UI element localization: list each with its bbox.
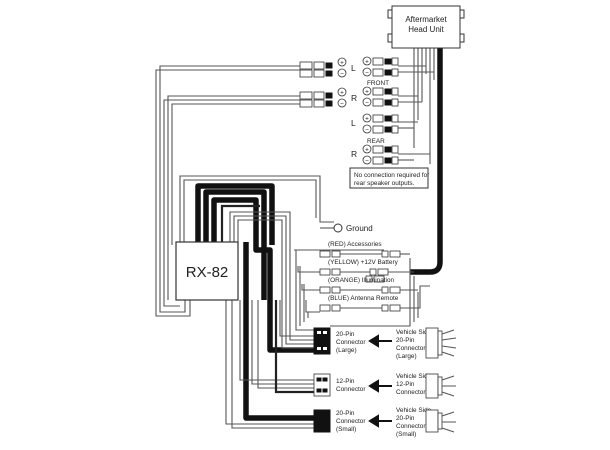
rx82-label: RX-82 — [186, 264, 229, 281]
front-left-harness-plugs — [299, 61, 333, 78]
rear-label: REAR — [367, 138, 385, 145]
vehicle-12pin-line3: Connector — [396, 389, 426, 396]
head-unit: Aftermarket Head Unit — [387, 5, 465, 49]
power-wire-label-illumination: (ORANGE) Illumination — [328, 277, 394, 284]
vehicle-large-line4: (Large) — [396, 353, 417, 360]
connector-large-line2: Connector — [336, 339, 366, 346]
vehicle-small-line3: Connector — [396, 423, 426, 430]
ground-label: Ground — [346, 224, 373, 233]
rx82-module: RX-82 — [175, 241, 239, 301]
front-label: FRONT — [367, 80, 389, 87]
head-unit-speaker-plugs: + − + − + − + − — [362, 56, 399, 165]
minus-sign-hu-rl: − — [365, 127, 369, 134]
power-wire-label-antenna: (BLUE) Antenna Remote — [328, 295, 399, 302]
arrow-left-icon — [368, 414, 392, 428]
vehicle-small-line2: 20-Pin — [396, 415, 415, 422]
main-harness — [179, 175, 419, 429]
plus-sign-hu-rr: + — [365, 147, 369, 154]
connector-12pin-line2: Connector — [336, 386, 366, 393]
arrow-left-icon — [368, 334, 392, 348]
vehicle-large-line3: Connector — [396, 345, 426, 352]
polarity-markers-left: + − + − — [337, 57, 347, 108]
connector-12pin: 12-Pin Connector Vehicle Side 12-Pin Con… — [313, 373, 456, 399]
connector-20pin-small: 20-Pin Connector (Small) Vehicle Side 20… — [313, 407, 456, 438]
connector-large-line1: 20-Pin — [336, 331, 355, 338]
vehicle-connector-small-icon — [425, 409, 456, 433]
vehicle-12pin-line2: 12-Pin — [396, 381, 415, 388]
plus-sign-hu-fl: + — [365, 59, 369, 66]
minus-sign-hu-rr: − — [365, 158, 369, 165]
vehicle-small-line4: (Small) — [396, 431, 416, 438]
plus-sign-fl: + — [340, 60, 344, 67]
head-unit-trunk — [410, 48, 443, 275]
power-wire-label-accessories: (RED) Accessories — [328, 241, 382, 248]
connector-12pin-line1: 12-Pin — [336, 378, 355, 385]
connector-20pin-large: 20-Pin Connector (Large) Vehicle Side 20… — [313, 327, 457, 360]
front-left-label: L — [351, 63, 356, 73]
rear-note-line1: No connection required for — [354, 172, 430, 179]
plus-sign-fr: + — [340, 90, 344, 97]
rear-note-line2: rear speaker outputs. — [354, 180, 415, 187]
plus-sign-hu-rl: + — [365, 116, 369, 123]
power-wire-connectors: (RED) Accessories (YELLOW) +12V Battery … — [319, 241, 430, 312]
arrow-left-icon — [368, 379, 392, 393]
minus-sign-hu-fl: − — [365, 70, 369, 77]
speaker-branch-wires — [398, 65, 434, 161]
connector-small-line3: (Small) — [336, 426, 356, 433]
rear-left-label: L — [351, 118, 356, 128]
ground-terminal: Ground — [320, 223, 373, 233]
rear-note: No connection required for rear speaker … — [349, 167, 430, 189]
connector-small-line2: Connector — [336, 418, 366, 425]
head-unit-label-line2: Head Unit — [408, 25, 444, 34]
vehicle-connector-12pin-icon — [425, 373, 456, 399]
connector-small-line1: 20-Pin — [336, 410, 355, 417]
vehicle-12pin-line1: Vehicle Side — [396, 373, 432, 380]
minus-sign-hu-fr: − — [365, 100, 369, 107]
plus-sign-hu-fr: + — [365, 89, 369, 96]
power-wire-label-battery: (YELLOW) +12V Battery — [328, 259, 399, 266]
vehicle-large-line2: 20-Pin — [396, 337, 415, 344]
front-right-harness-plugs — [299, 91, 333, 108]
speaker-return-wires — [155, 65, 300, 317]
head-unit-label-line1: Aftermarket — [405, 15, 447, 24]
minus-sign-fl: − — [340, 71, 344, 78]
connector-large-line3: (Large) — [336, 347, 357, 354]
front-right-label: R — [351, 93, 357, 103]
minus-sign-fr: − — [340, 101, 344, 108]
vehicle-small-line1: Vehicle Side — [396, 407, 432, 414]
rear-right-label: R — [351, 149, 357, 159]
vehicle-connector-large-icon — [425, 327, 457, 359]
vehicle-large-line1: Vehicle Side — [396, 329, 432, 336]
